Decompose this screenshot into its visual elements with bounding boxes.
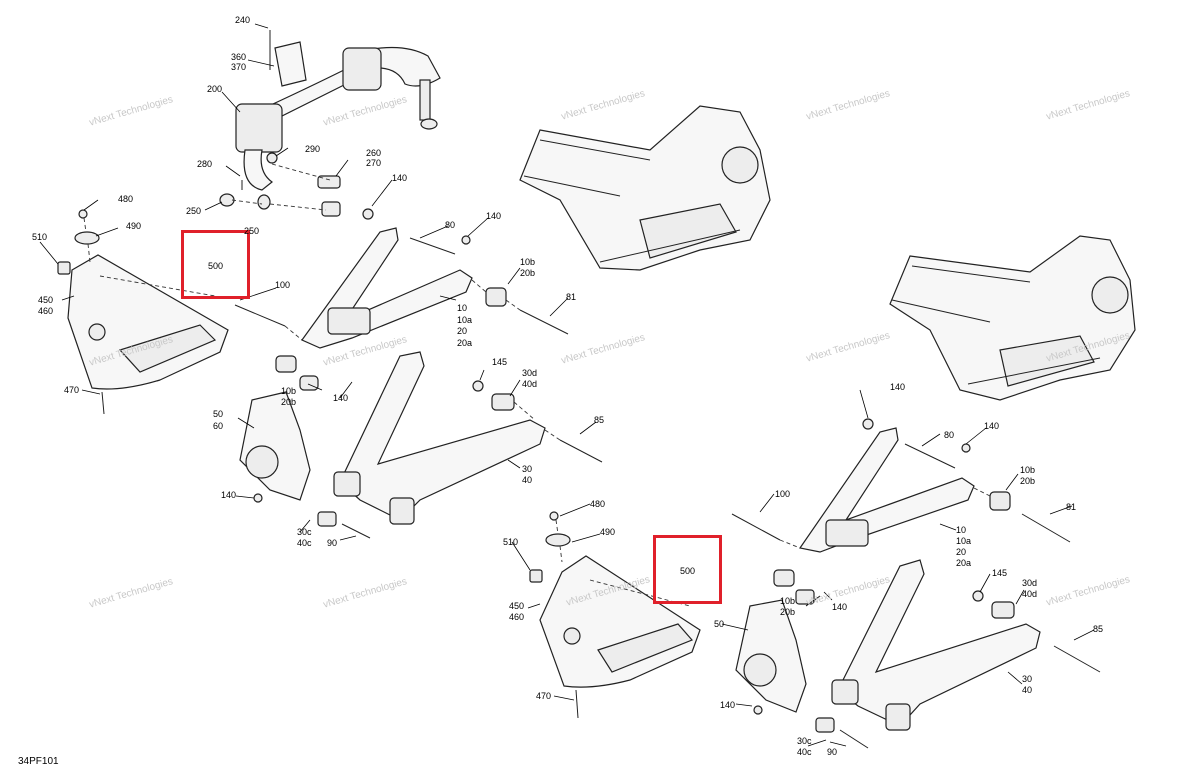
callout-40c: 40c — [797, 747, 812, 757]
callout-10b: 10b — [520, 257, 536, 267]
callout-490: 490 — [600, 527, 616, 537]
callout-20b: 20b — [780, 607, 796, 617]
callout-290: 290 — [305, 144, 321, 154]
callout-40c: 40c — [297, 538, 312, 548]
callout-10a: 10a — [956, 536, 972, 546]
skid-plate-left — [57, 209, 229, 415]
callout-10b: 10b — [1020, 465, 1036, 475]
callout-30d: 30d — [1022, 578, 1038, 588]
callout-250: 250 — [186, 206, 202, 216]
callout-10b: 10b — [780, 596, 796, 606]
callout-140: 140 — [890, 382, 906, 392]
callout-270: 270 — [366, 158, 382, 168]
callout-470: 470 — [64, 385, 80, 395]
assembled-corner-right — [889, 235, 1136, 401]
callout-30d: 30d — [522, 368, 538, 378]
callout-40: 40 — [1022, 685, 1033, 695]
callout-250: 250 — [244, 226, 260, 236]
callout-470: 470 — [536, 691, 552, 701]
diagram-code: 34PF101 — [18, 756, 59, 767]
callout-10b: 10b — [281, 386, 297, 396]
lower-a-arm-right — [831, 559, 1101, 731]
callout-480: 480 — [118, 194, 134, 204]
callout-20: 20 — [956, 547, 967, 557]
knuckle-right — [735, 569, 869, 749]
leader-lines — [39, 23, 1095, 747]
callout-140: 140 — [832, 602, 848, 612]
callout-260: 260 — [366, 148, 382, 158]
callout-500: 500 — [207, 261, 224, 271]
callout-30: 30 — [1022, 674, 1033, 684]
callout-140: 140 — [720, 700, 736, 710]
callout-140: 140 — [221, 490, 237, 500]
callout-81: 81 — [566, 292, 577, 302]
callout-500: 500 — [679, 566, 696, 576]
callout-30c: 30c — [297, 527, 312, 537]
callout-460: 460 — [38, 306, 54, 316]
lower-a-arm-left — [333, 351, 603, 525]
callout-510: 510 — [32, 232, 48, 242]
callout-240: 240 — [235, 15, 251, 25]
callout-30c: 30c — [797, 736, 812, 746]
assembled-corner-top — [519, 105, 771, 271]
callout-140: 140 — [984, 421, 1000, 431]
highlight-box-500: 500 — [653, 535, 722, 604]
callout-50: 50 — [714, 619, 725, 629]
callout-145: 145 — [992, 568, 1008, 578]
callout-145: 145 — [492, 357, 508, 367]
callout-90: 90 — [327, 538, 338, 548]
callout-140: 140 — [486, 211, 502, 221]
callout-60: 60 — [213, 421, 224, 431]
callout-510: 510 — [503, 537, 519, 547]
callout-40d: 40d — [1022, 589, 1038, 599]
callout-20a: 20a — [956, 558, 972, 568]
callout-80: 80 — [445, 220, 456, 230]
callout-80: 80 — [944, 430, 955, 440]
callout-450: 450 — [38, 295, 54, 305]
callout-360: 360 — [231, 52, 247, 62]
callout-10: 10 — [956, 525, 967, 535]
callout-85: 85 — [1093, 624, 1104, 634]
upper-a-arm-left — [234, 208, 569, 349]
callout-10: 10 — [457, 303, 468, 313]
callout-50: 50 — [213, 409, 224, 419]
callout-40d: 40d — [522, 379, 538, 389]
stabilizer-bar-assembly — [219, 30, 441, 217]
callout-20: 20 — [457, 326, 468, 336]
callout-370: 370 — [231, 62, 247, 72]
callout-100: 100 — [275, 280, 291, 290]
callout-140: 140 — [392, 173, 408, 183]
callout-450: 450 — [509, 601, 525, 611]
callout-90: 90 — [827, 747, 838, 757]
callout-10a: 10a — [457, 315, 473, 325]
callout-20a: 20a — [457, 338, 473, 348]
callout-20b: 20b — [281, 397, 297, 407]
callout-490: 490 — [126, 221, 142, 231]
callout-40: 40 — [522, 475, 533, 485]
callout-200: 200 — [207, 84, 223, 94]
callout-81: 81 — [1066, 502, 1077, 512]
callout-20b: 20b — [1020, 476, 1036, 486]
callout-280: 280 — [197, 159, 213, 169]
callout-480: 480 — [590, 499, 606, 509]
callout-140: 140 — [333, 393, 349, 403]
upper-a-arm-right — [731, 418, 1071, 553]
callout-460: 460 — [509, 612, 525, 622]
callout-85: 85 — [594, 415, 605, 425]
highlight-box-500: 500 — [181, 230, 250, 299]
knuckle-left — [239, 355, 371, 539]
callout-30: 30 — [522, 464, 533, 474]
skid-plate-right — [529, 511, 701, 719]
callout-20b: 20b — [520, 268, 536, 278]
callout-100: 100 — [775, 489, 791, 499]
